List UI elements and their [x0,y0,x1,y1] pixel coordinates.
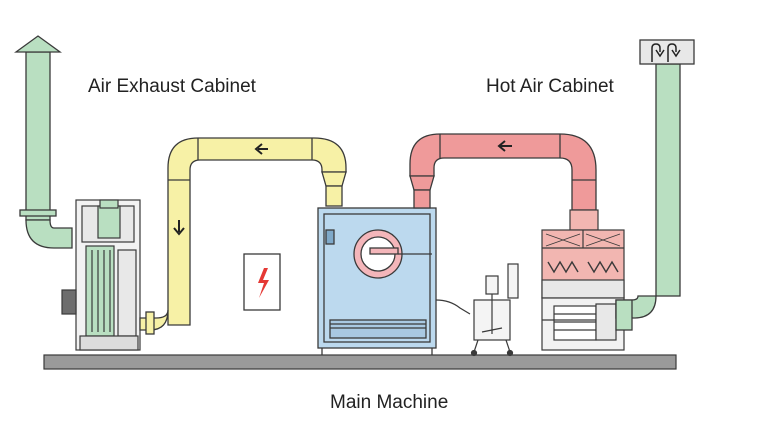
hot-air-cabinet-label: Hot Air Cabinet [486,76,614,97]
heater-coil-left [547,260,579,274]
exhaust-stack [14,35,73,249]
electric-panel [243,253,281,311]
air-exhaust-cabinet [61,199,141,351]
hot-air-cabinet [541,209,625,351]
lightning-icon [258,268,269,298]
intake-arrows-icon [651,43,681,62]
fan-motor [97,205,121,239]
main-machine-label: Main Machine [330,392,449,413]
intake-stack [615,39,695,331]
air-exhaust-cabinet-label: Air Exhaust Cabinet [88,76,256,97]
arrow-up-icon [14,35,62,53]
hot-air-duct [409,133,597,211]
arrow-left-icon [497,140,512,152]
spray-tank [435,263,519,357]
return-duct [139,137,347,335]
arrow-left-icon [254,143,268,155]
heater-coil-right [587,260,619,274]
arrow-down-icon [173,220,185,236]
base-platform [43,354,677,370]
main-machine [317,207,437,355]
